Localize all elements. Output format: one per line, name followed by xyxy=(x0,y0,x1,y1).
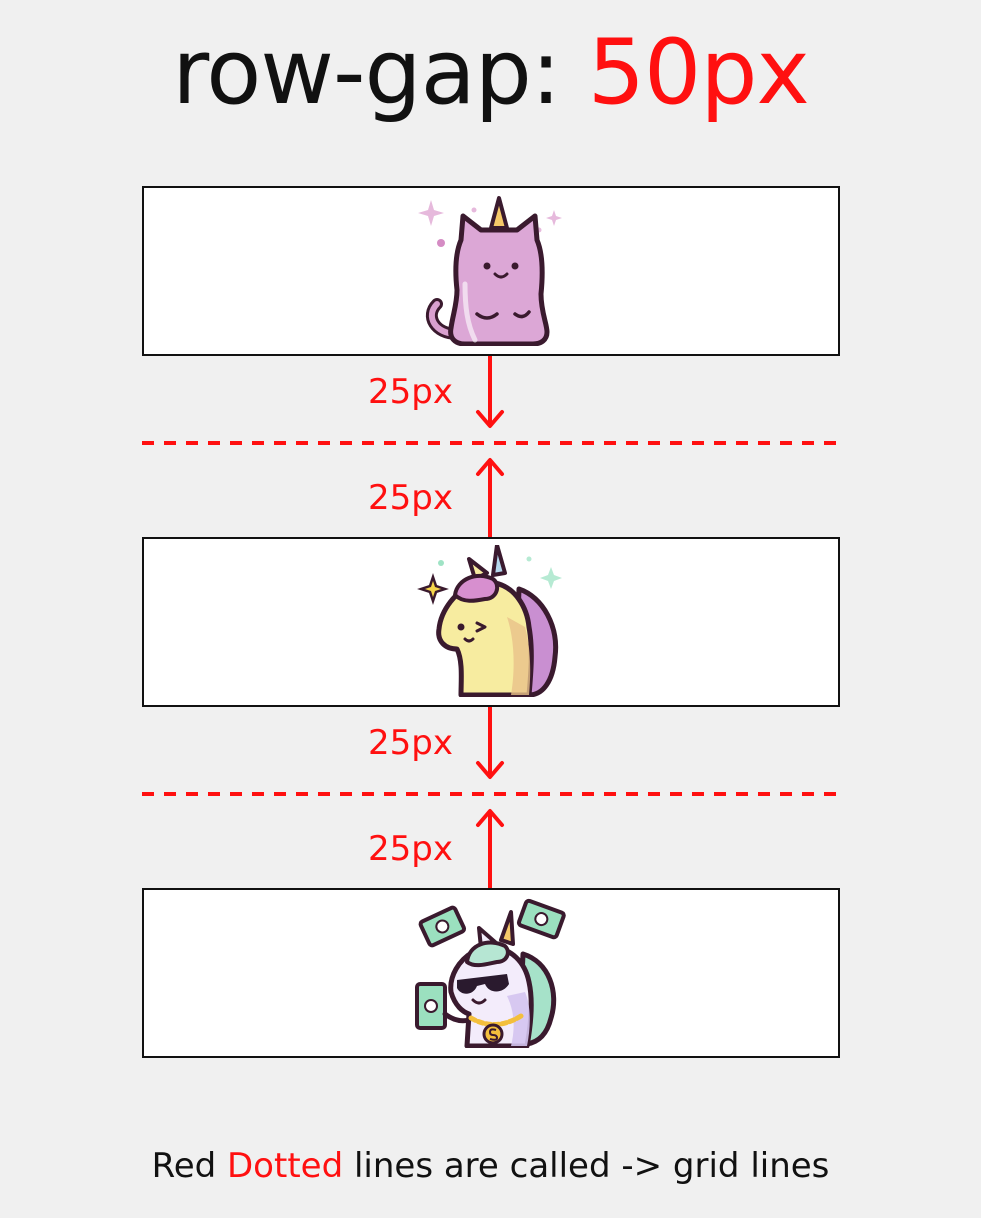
caption-after: lines are called -> grid lines xyxy=(343,1146,830,1186)
gap-label: 25px xyxy=(368,478,453,518)
gap-label: 25px xyxy=(368,829,453,869)
arrow-down xyxy=(476,707,504,779)
caption: Red Dotted lines are called -> grid line… xyxy=(0,1144,981,1188)
grid-row-3 xyxy=(142,888,840,1058)
grid-row-1 xyxy=(142,186,840,356)
caption-before: Red xyxy=(151,1146,227,1186)
arrow-down xyxy=(476,356,504,428)
gap-label: 25px xyxy=(368,372,453,412)
page-title: row-gap: 50px xyxy=(0,18,981,128)
arrow-up xyxy=(476,809,504,888)
grid-row-2 xyxy=(142,537,840,707)
arrow-up xyxy=(476,458,504,537)
title-value: 50px xyxy=(587,20,810,125)
caption-highlight: Dotted xyxy=(227,1146,344,1186)
title-property: row-gap: xyxy=(172,20,561,125)
unicorn-money-icon xyxy=(415,898,566,1048)
gap-label: 25px xyxy=(368,723,453,763)
unicorn-cat-icon xyxy=(418,196,562,346)
unicorn-wink-icon xyxy=(417,545,562,697)
